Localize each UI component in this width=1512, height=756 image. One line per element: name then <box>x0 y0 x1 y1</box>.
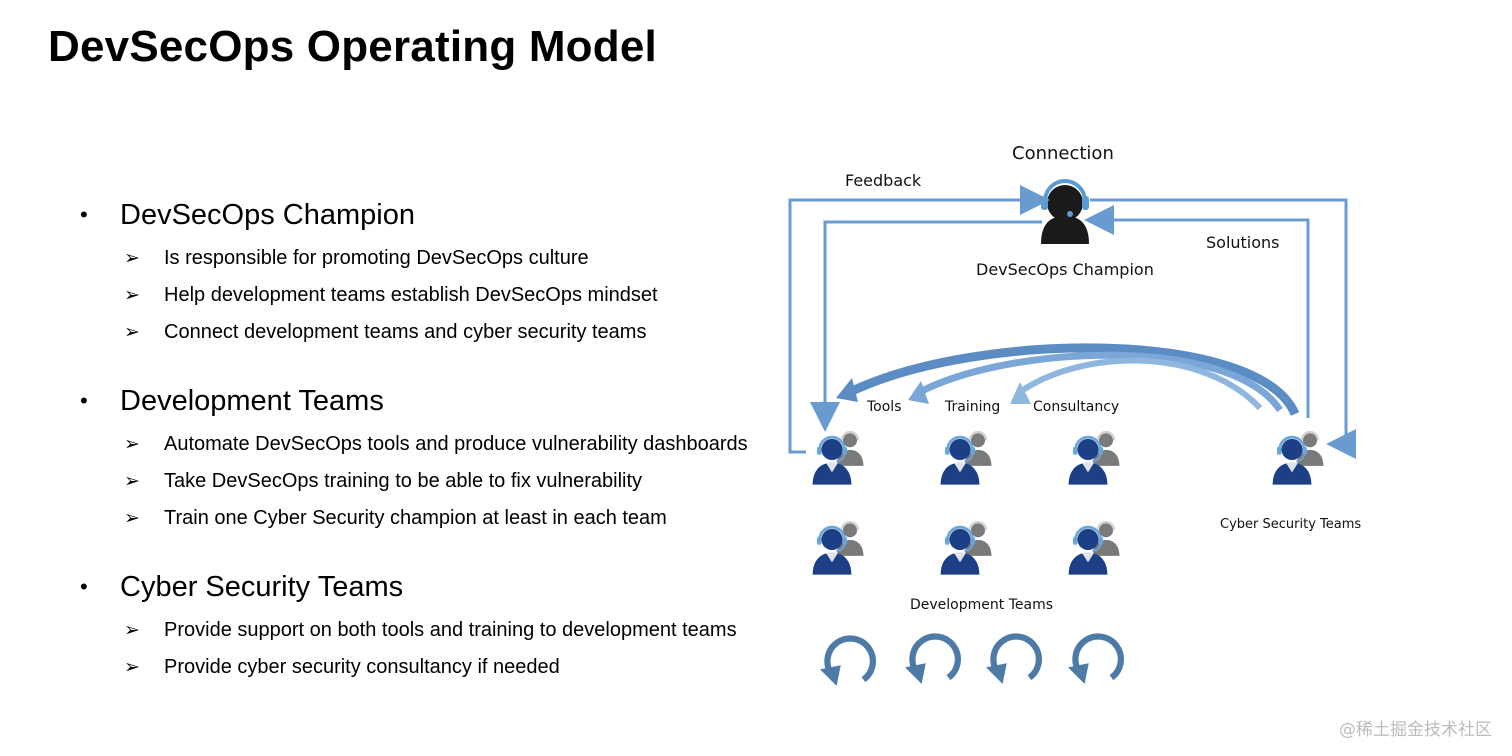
list-item: Automate DevSecOps tools and produce vul… <box>164 433 748 455</box>
list-item: Help development teams establish DevSecO… <box>164 284 658 306</box>
sub-bullet-arrow: ➢ <box>124 620 140 641</box>
feedback-label: Feedback <box>845 171 922 190</box>
cyber-to-champion-arrow <box>1084 205 1310 418</box>
connection-arrow <box>810 220 1042 432</box>
list-item: Provide support on both tools and traini… <box>164 619 737 641</box>
dev-team-person <box>1067 521 1121 577</box>
sub-bullet-arrow: ➢ <box>124 285 140 306</box>
bullet-dot: • <box>80 202 88 227</box>
list-item: Take DevSecOps training to be able to fi… <box>164 470 643 492</box>
operating-model-diagram: Connection Feedback Solutions DevSecOps … <box>788 143 1361 710</box>
section-heading: Development Teams <box>120 384 384 417</box>
champion-icon <box>1041 179 1089 244</box>
section-heading: DevSecOps Champion <box>120 198 415 231</box>
bullet-dot: • <box>80 574 88 599</box>
feedback-arrow <box>788 185 1050 454</box>
cycle-icon <box>905 637 958 684</box>
tools-label: Tools <box>866 399 902 415</box>
dev-teams-label: Development Teams <box>910 597 1053 613</box>
sub-bullet-arrow: ➢ <box>124 434 140 455</box>
dev-team-person <box>939 521 993 577</box>
page-title: DevSecOps Operating Model <box>48 22 657 71</box>
training-label: Training <box>944 399 1000 415</box>
support-arrows <box>836 343 1300 416</box>
sub-bullet-arrow: ➢ <box>124 248 140 269</box>
sub-bullet-arrow: ➢ <box>124 322 140 343</box>
section-development-teams: • Development Teams ➢ Automate DevSecOps … <box>80 384 748 537</box>
list-item: Train one Cyber Security champion at lea… <box>164 507 667 529</box>
cyber-teams-label: Cyber Security Teams <box>1220 517 1361 532</box>
bullet-dot: • <box>80 388 88 413</box>
cycle-icon <box>1068 637 1121 684</box>
cycle-icon <box>986 637 1039 684</box>
dev-team-person <box>811 431 865 487</box>
sub-bullet-arrow: ➢ <box>124 657 140 678</box>
champion-label: DevSecOps Champion <box>976 260 1154 279</box>
section-devsecops-champion: • DevSecOps Champion ➢ Is responsible for… <box>80 198 658 351</box>
consultancy-label: Consultancy <box>1033 399 1119 415</box>
sub-bullet-arrow: ➢ <box>124 508 140 529</box>
solutions-arrow-right <box>1090 198 1356 459</box>
dev-team-person <box>811 521 865 577</box>
section-heading: Cyber Security Teams <box>120 570 404 603</box>
cyber-team-person <box>1271 431 1325 487</box>
dev-team-person <box>939 431 993 487</box>
dev-team-person <box>1067 431 1121 487</box>
connection-label: Connection <box>1012 143 1114 164</box>
cycle-icon <box>820 639 873 686</box>
list-item: Provide cyber security consultancy if ne… <box>164 656 560 678</box>
solutions-label: Solutions <box>1206 233 1280 252</box>
list-item: Is responsible for promoting DevSecOps c… <box>164 247 589 269</box>
watermark: @稀土掘金技术社区 <box>1339 720 1492 740</box>
section-cyber-security-teams: • Cyber Security Teams ➢ Provide support … <box>80 570 737 686</box>
sub-bullet-arrow: ➢ <box>124 471 140 492</box>
list-item: Connect development teams and cyber secu… <box>164 321 647 343</box>
